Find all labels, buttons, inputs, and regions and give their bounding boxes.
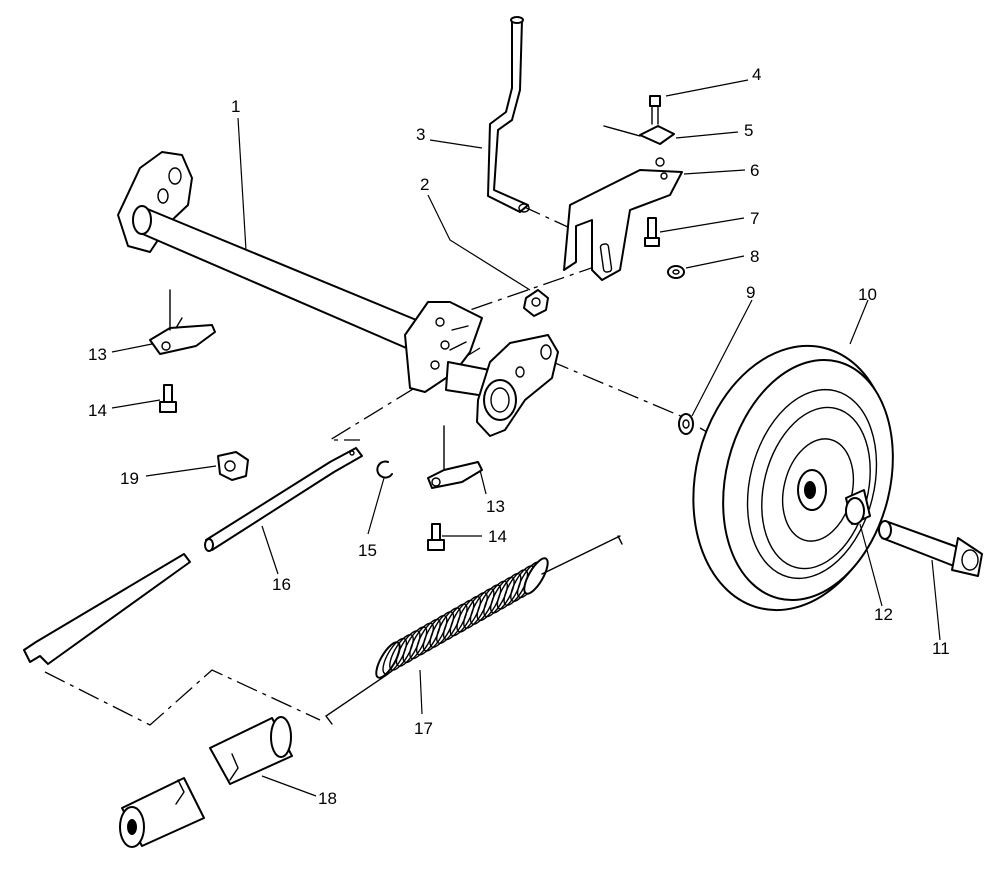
leader-lines — [111, 79, 941, 797]
spring-coil — [422, 614, 448, 652]
spring-coil — [449, 599, 475, 637]
bolt-7 — [644, 217, 660, 247]
retaining-ring — [376, 460, 393, 479]
spring-coil — [456, 595, 482, 633]
callout-6: 6 — [750, 161, 759, 180]
callout-16: 16 — [272, 575, 291, 594]
callout-13-left: 13 — [88, 345, 107, 364]
spring-coil — [490, 576, 515, 614]
spring-coil — [496, 572, 522, 610]
spring-coil — [469, 588, 495, 625]
pivot-block — [217, 451, 249, 481]
spring-coil — [416, 618, 441, 656]
handle-grip — [119, 716, 293, 848]
latch-and-screw — [603, 95, 675, 167]
axle-assembly — [117, 151, 559, 437]
spring-hook-right — [541, 535, 623, 575]
spring-coil — [442, 603, 468, 641]
bolt-left — [159, 384, 177, 413]
clip-bracket-center — [427, 425, 483, 489]
height-adjust-rod — [487, 16, 530, 213]
spring-coil — [523, 557, 549, 595]
callout-15: 15 — [358, 541, 377, 560]
washer-8 — [667, 265, 685, 279]
callout-19: 19 — [120, 469, 139, 488]
nut — [523, 289, 549, 317]
shoulder-bolt — [878, 520, 983, 577]
callout-1: 1 — [231, 97, 240, 116]
spring-coil — [395, 630, 421, 667]
callout-9: 9 — [746, 283, 755, 302]
spring-coil — [463, 592, 488, 629]
link-rod — [204, 447, 363, 552]
spring-coil — [382, 637, 408, 675]
spring-coil — [409, 622, 434, 660]
mounting-bracket — [563, 169, 683, 281]
bolt-center — [427, 523, 445, 551]
spring-coil — [483, 580, 508, 618]
spring-coil — [503, 569, 529, 606]
clip-bracket-left — [149, 289, 216, 355]
callout-labels: 1 2 3 4 5 6 7 8 9 10 11 12 13 13 14 14 1… — [88, 65, 950, 808]
spring-coil — [402, 626, 428, 664]
callout-5: 5 — [744, 121, 753, 140]
callout-12: 12 — [874, 605, 893, 624]
extension-spring — [375, 557, 549, 679]
callout-13-center: 13 — [486, 497, 505, 516]
callout-7: 7 — [750, 209, 759, 228]
wheel — [692, 344, 894, 612]
callout-17: 17 — [414, 719, 433, 738]
bent-rod — [23, 553, 191, 665]
callout-10: 10 — [858, 285, 877, 304]
callout-8: 8 — [750, 247, 759, 266]
callout-4: 4 — [752, 65, 761, 84]
washer-9 — [678, 413, 694, 435]
spring-coil — [389, 634, 414, 671]
callout-14-left: 14 — [88, 401, 107, 420]
callout-18: 18 — [318, 789, 337, 808]
spacer — [845, 489, 871, 525]
spring-hook-left — [324, 673, 389, 725]
spring-coil — [429, 611, 455, 648]
callout-2: 2 — [420, 175, 429, 194]
callout-11: 11 — [932, 639, 950, 658]
spring-coil — [476, 584, 502, 622]
spring-coil — [436, 607, 461, 644]
callout-3: 3 — [416, 125, 425, 144]
callout-14-center: 14 — [488, 527, 507, 546]
